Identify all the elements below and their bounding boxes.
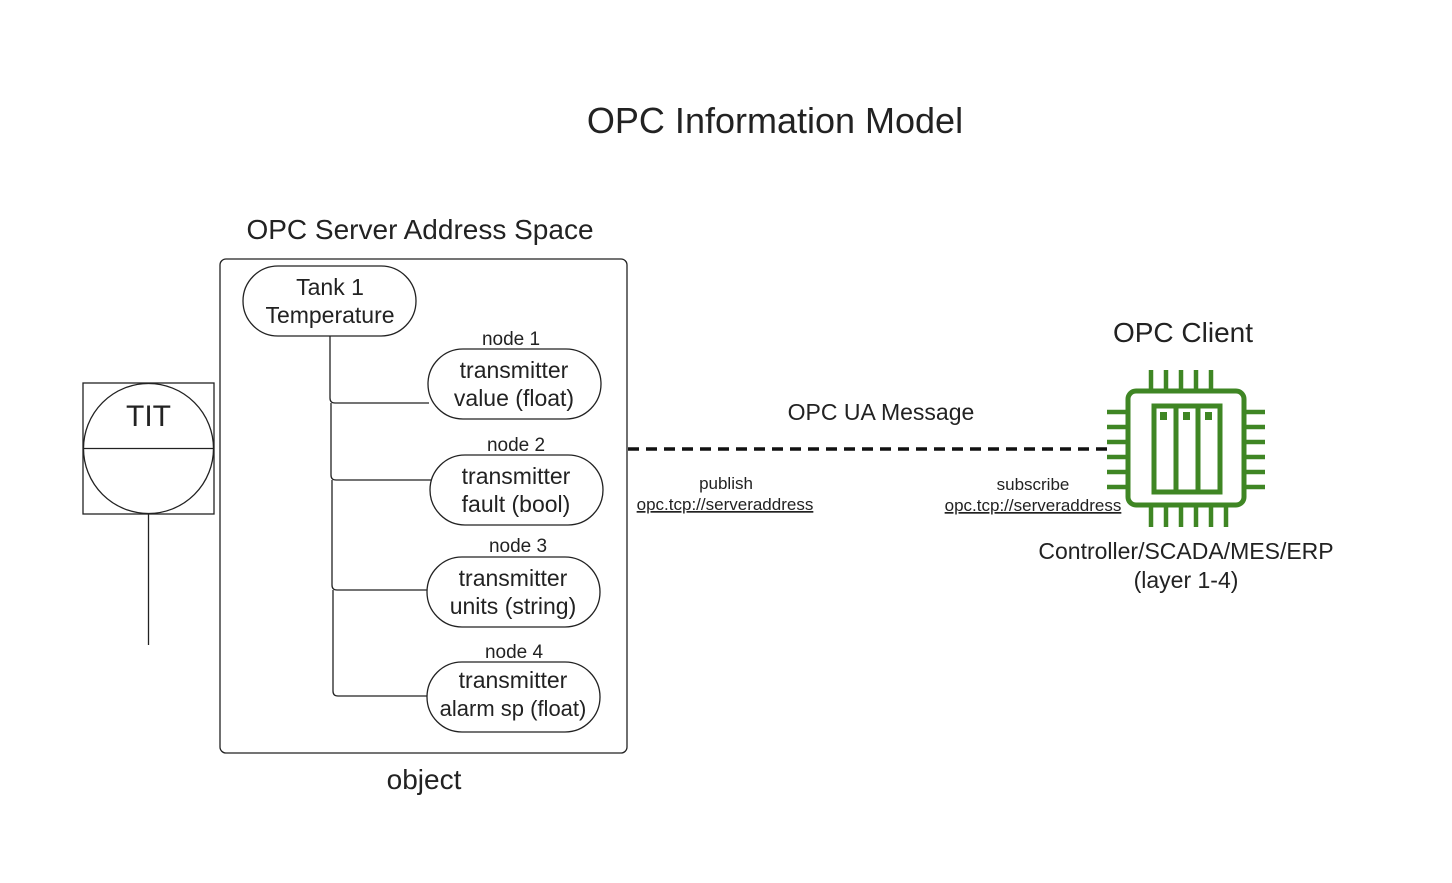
node-2-line2: fault (bool) [462, 491, 571, 517]
node-3-line2: units (string) [450, 593, 577, 619]
message-label: OPC UA Message [788, 399, 975, 425]
page-title: OPC Information Model [587, 100, 963, 141]
subscribe-address-link[interactable]: opc.tcp://serveraddress [945, 496, 1122, 515]
node-4-tag: node 4 [485, 642, 544, 663]
node-3-line1: transmitter [459, 565, 568, 591]
tree-connectors [329, 336, 431, 697]
node-4-line2: alarm sp (float) [440, 696, 587, 721]
node-4-line1: transmitter [459, 667, 568, 693]
processor-chip-icon [1107, 370, 1265, 527]
object-label: object [387, 764, 462, 795]
node-1: transmitter value (float) [427, 348, 602, 420]
node-4: transmitter alarm sp (float) [426, 661, 601, 733]
client-caption-line1: Controller/SCADA/MES/ERP [1038, 538, 1333, 564]
node-1-line2: value (float) [454, 385, 574, 411]
root-node-line1: Tank 1 [296, 274, 364, 300]
root-object-node: Tank 1 Temperature [242, 265, 417, 337]
temperature-transmitter-symbol: TIT [82, 382, 215, 645]
client-heading: OPC Client [1113, 317, 1253, 348]
server-heading: OPC Server Address Space [246, 214, 593, 245]
node-3-tag: node 3 [489, 536, 547, 557]
node-1-line1: transmitter [460, 357, 569, 383]
node-2: transmitter fault (bool) [429, 454, 604, 526]
instrument-tag: TIT [126, 400, 171, 433]
root-node-line2: Temperature [265, 302, 394, 328]
client-caption-line2: (layer 1-4) [1134, 567, 1239, 593]
server-address-space-box [219, 258, 628, 754]
node-2-tag: node 2 [487, 435, 545, 456]
node-3: transmitter units (string) [426, 556, 601, 628]
node-1-tag: node 1 [482, 329, 540, 350]
publish-label: publish [699, 474, 753, 493]
publish-address-link[interactable]: opc.tcp://serveraddress [637, 495, 814, 514]
subscribe-label: subscribe [997, 475, 1070, 494]
node-2-line1: transmitter [462, 463, 571, 489]
